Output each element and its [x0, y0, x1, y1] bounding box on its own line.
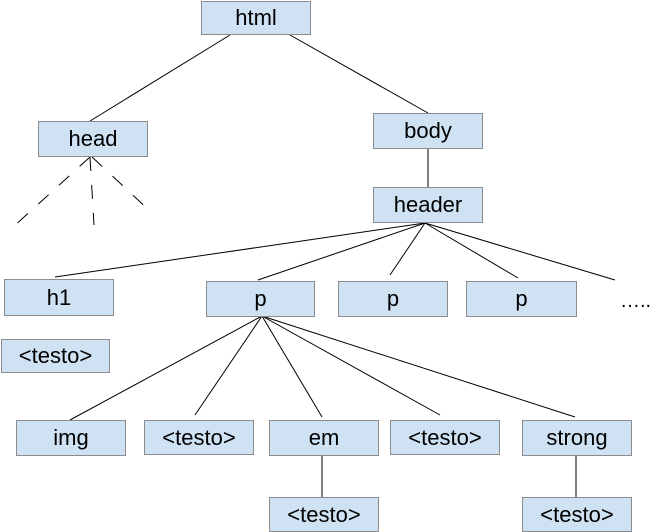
edge-head-dashed-mid	[89, 156, 95, 226]
edge-p-em	[261, 315, 323, 418]
node-p-text2: <testo>	[390, 420, 500, 455]
node-p3: p	[466, 281, 577, 317]
edge-header-p2	[389, 222, 426, 276]
edge-p-img	[69, 315, 263, 421]
edge-html-body	[289, 34, 429, 114]
node-p-text1: <testo>	[144, 420, 254, 455]
node-p2: p	[338, 281, 448, 317]
node-img: img	[16, 420, 126, 456]
node-header: header	[373, 187, 483, 223]
node-strong: strong	[522, 420, 632, 456]
edge-header-p1	[257, 222, 426, 281]
edge-header-h1	[54, 222, 426, 278]
edge-head-dashed-right	[91, 156, 153, 214]
more-children-indicator: …..	[620, 290, 652, 312]
node-body: body	[373, 113, 483, 149]
edge-p-text2	[261, 315, 441, 416]
edge-html-head	[89, 34, 231, 122]
edge-p-text1	[194, 315, 263, 416]
node-h1-text: <testo>	[1, 339, 110, 373]
node-html: html	[201, 1, 311, 35]
node-p1: p	[206, 281, 315, 317]
edge-head-dashed-left	[11, 156, 91, 229]
node-em: em	[269, 420, 379, 456]
edge-header-more	[424, 222, 616, 281]
node-h1: h1	[4, 279, 114, 316]
node-head: head	[38, 121, 148, 157]
edge-header-p3	[424, 222, 519, 279]
edge-p-strong	[261, 315, 576, 418]
node-strong-text: <testo>	[522, 497, 632, 532]
node-em-text: <testo>	[269, 497, 379, 532]
